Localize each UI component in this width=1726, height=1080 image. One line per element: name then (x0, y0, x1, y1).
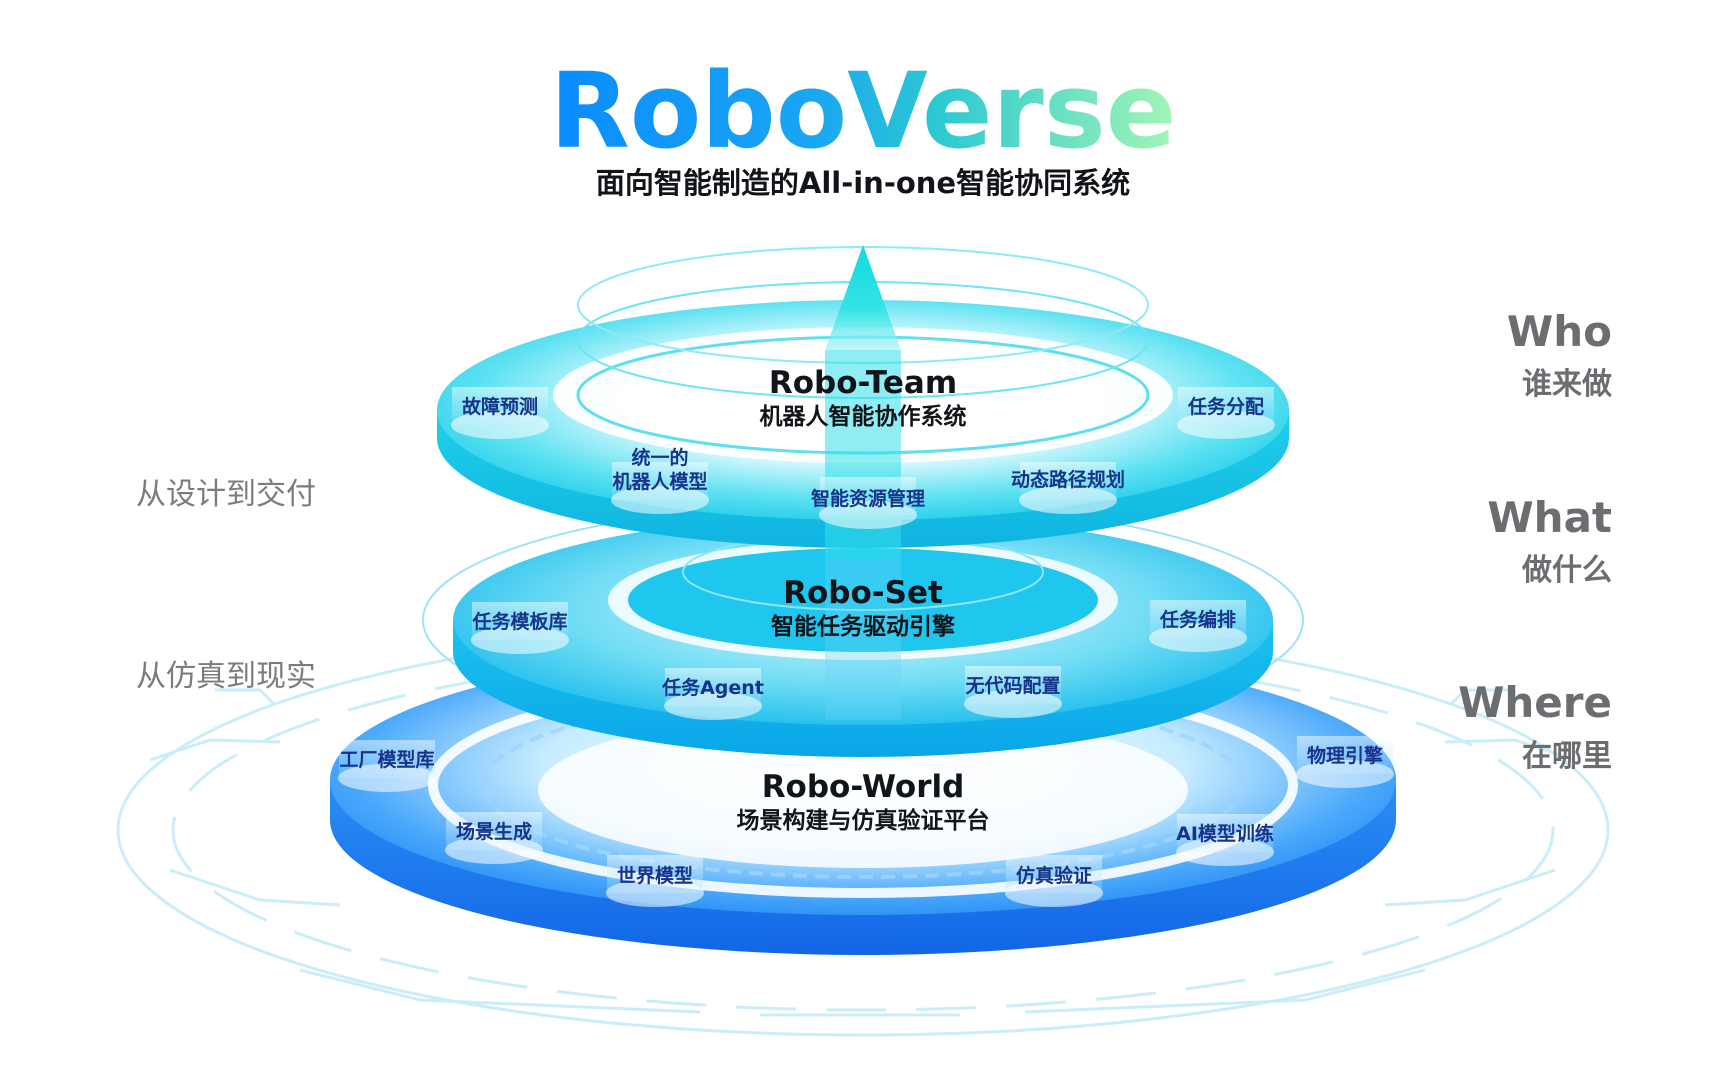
node-task-template-library: 任务模板库 (471, 610, 567, 633)
node-cylinder (338, 740, 436, 792)
node-dynamic-path-planning: 动态路径规划 (1011, 468, 1125, 491)
node-cylinder (1296, 736, 1394, 788)
node-ai-model-training: AI模型训练 (1176, 822, 1274, 845)
right-label-what: What (1487, 493, 1612, 542)
node-unified-model-line2: 机器人模型 (612, 470, 707, 493)
node-cylinder (471, 602, 569, 654)
node-cylinder (1005, 855, 1103, 907)
node-simulation-verification: 仿真验证 (1016, 864, 1092, 887)
node-no-code-config: 无代码配置 (965, 675, 1060, 697)
node-task-orchestration: 任务编排 (1159, 608, 1236, 631)
robo-world-title: Robo-World (762, 769, 965, 805)
node-task-agent: 任务Agent (661, 676, 764, 699)
robo-set-subtitle: 智能任务驱动引擎 (771, 613, 955, 640)
main-title: RoboVerse (550, 50, 1177, 172)
right-label-where: Where (1458, 678, 1612, 727)
node-fault-prediction: 故障预测 (462, 395, 538, 418)
node-cylinder (1176, 814, 1274, 866)
node-cylinder (1149, 600, 1247, 652)
right-label-what-cn: 做什么 (1521, 553, 1612, 588)
node-scene-generation: 场景生成 (456, 820, 532, 843)
node-task-allocation: 任务分配 (1187, 395, 1264, 418)
right-label-who: Who (1507, 307, 1612, 356)
node-cylinder (819, 477, 917, 529)
robo-team-title: Robo-Team (769, 365, 957, 401)
left-label-sim-to-real: 从仿真到现实 (136, 659, 316, 694)
node-resource-management: 智能资源管理 (811, 487, 925, 510)
layer-robo-set (422, 501, 1304, 757)
node-world-model: 世界模型 (617, 864, 693, 887)
node-cylinder (1177, 387, 1275, 439)
node-cylinder (964, 666, 1062, 718)
left-label-design-to-delivery: 从设计到交付 (136, 477, 316, 512)
robo-team-subtitle: 机器人智能协作系统 (760, 403, 967, 430)
node-cylinder (451, 387, 549, 439)
node-physics-engine: 物理引擎 (1307, 744, 1383, 767)
node-factory-model-library: 工厂模型库 (339, 748, 434, 771)
node-cylinder (606, 855, 704, 907)
robo-set-title: Robo-Set (783, 575, 943, 611)
node-cylinder (611, 462, 709, 514)
subtitle: 面向智能制造的All-in-one智能协同系统 (596, 166, 1130, 200)
node-cylinders (338, 387, 1394, 907)
right-label-who-cn: 谁来做 (1522, 367, 1612, 402)
node-unified-model-line1: 统一的 (631, 446, 688, 469)
robo-world-subtitle: 场景构建与仿真验证平台 (737, 807, 990, 834)
node-cylinder (1019, 462, 1117, 514)
node-cylinder (445, 812, 543, 864)
right-label-where-cn: 在哪里 (1522, 739, 1612, 774)
node-cylinder (664, 668, 762, 720)
